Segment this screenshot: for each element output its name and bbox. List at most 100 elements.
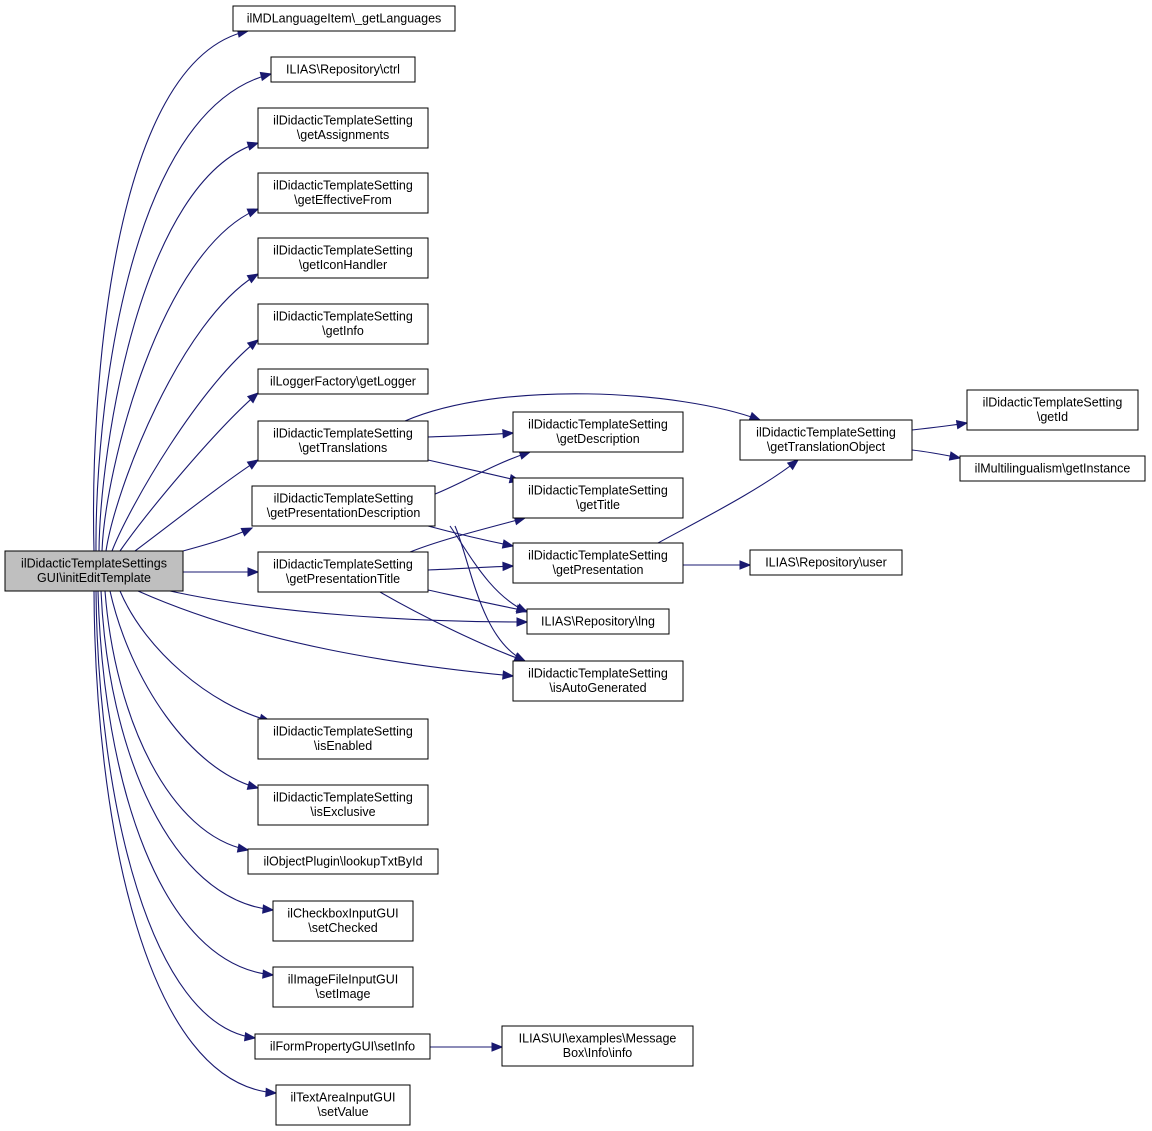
node-label-line: ilObjectPlugin\lookupTxtById: [263, 854, 422, 868]
edge-root-n14: [100, 590, 275, 914]
node-n13[interactable]: ilObjectPlugin\lookupTxtById: [247, 848, 439, 875]
edge-line: [454, 525, 526, 662]
node-box: [257, 368, 429, 395]
node-label-line: \getDescription: [556, 432, 639, 446]
edge-line: [95, 590, 256, 1039]
edge-line: [109, 590, 259, 789]
edge-arrowhead: [243, 1032, 257, 1042]
node-box: [739, 419, 913, 461]
node-label-line: ilDidacticTemplateSetting: [528, 667, 668, 681]
edge-line: [101, 208, 259, 552]
node-root[interactable]: ilDidacticTemplateSettingsGUI\initEditTe…: [4, 550, 184, 592]
node-label-line: \isAutoGenerated: [549, 681, 646, 695]
node-box: [512, 660, 684, 702]
edge-m3-t1: [657, 459, 800, 544]
node-n12[interactable]: ilDidacticTemplateSetting\isExclusive: [257, 784, 429, 826]
edge-root-m5: [137, 590, 515, 680]
edge-root-n6: [111, 339, 260, 552]
node-n3[interactable]: ilDidacticTemplateSetting\getAssignments: [257, 107, 429, 149]
node-n7[interactable]: ilLoggerFactory\getLogger: [257, 368, 429, 395]
node-n5[interactable]: ilDidacticTemplateSetting\getIconHandler: [257, 237, 429, 279]
node-m4[interactable]: ILIAS\Repository\lng: [526, 608, 670, 635]
edge-n8-m1: [427, 429, 515, 439]
node-box: [4, 550, 184, 592]
node-n6[interactable]: ilDidacticTemplateSetting\getInfo: [257, 303, 429, 345]
edge-arrowhead: [246, 392, 260, 404]
node-label-line: ilTextAreaInputGUI: [291, 1091, 396, 1105]
node-u2[interactable]: ilMultilingualism\getInstance: [959, 455, 1146, 482]
node-n2[interactable]: ILIAS\Repository\ctrl: [270, 56, 416, 83]
node-box: [275, 1084, 411, 1126]
node-label-line: \getInfo: [322, 324, 364, 338]
edge-root-n15: [97, 590, 275, 979]
node-n4[interactable]: ilDidacticTemplateSetting\getEffectiveFr…: [257, 172, 429, 214]
edge-n10-m3: [427, 561, 515, 572]
node-n10[interactable]: ilDidacticTemplateSetting\getPresentatio…: [257, 551, 429, 593]
edge-line: [427, 432, 514, 438]
edge-arrowhead: [739, 560, 752, 570]
node-t2[interactable]: ILIAS\Repository\user: [749, 549, 903, 576]
edges-layer: [92, 28, 969, 1098]
node-m5[interactable]: ilDidacticTemplateSetting\isAutoGenerate…: [512, 660, 684, 702]
node-n16[interactable]: ilFormPropertyGUI\setInfo: [254, 1033, 431, 1060]
edge-line: [105, 273, 259, 552]
node-m3[interactable]: ilDidacticTemplateSetting\getPresentatio…: [512, 542, 684, 584]
node-box: [257, 303, 429, 345]
node-label-line: ilDidacticTemplateSetting: [528, 549, 668, 563]
edge-arrowhead: [236, 843, 250, 853]
node-box: [232, 5, 456, 32]
node-m1[interactable]: ilDidacticTemplateSetting\getDescription: [512, 411, 684, 453]
edge-line: [429, 451, 531, 497]
node-n8[interactable]: ilDidacticTemplateSetting\getTranslation…: [257, 420, 429, 462]
node-n1[interactable]: ilMDLanguageItem\_getLanguages: [232, 5, 456, 32]
edge-arrowhead: [491, 1042, 504, 1052]
edge-arrowhead: [246, 141, 260, 151]
edge-line: [449, 525, 528, 613]
node-box: [512, 477, 684, 519]
edge-n10-m4: [427, 589, 529, 614]
edge-t1-u1: [911, 419, 969, 431]
node-box: [270, 56, 416, 83]
node-n11[interactable]: ilDidacticTemplateSetting\isEnabled: [257, 718, 429, 760]
edge-line: [111, 339, 259, 552]
edge-root-n8: [134, 459, 260, 552]
edge-root-n16: [95, 590, 257, 1042]
edge-root-n7: [119, 392, 260, 552]
node-label-line: ilImageFileInputGUI: [288, 973, 398, 987]
node-n14[interactable]: ilCheckboxInputGUI\setChecked: [272, 900, 414, 942]
node-n17[interactable]: ilTextAreaInputGUI\setValue: [275, 1084, 411, 1126]
node-label-line: \getPresentationTitle: [286, 572, 400, 586]
node-label-line: \setValue: [317, 1105, 368, 1119]
node-box: [959, 455, 1146, 482]
edge-arrowhead: [240, 527, 254, 537]
edge-arrowhead: [262, 904, 275, 914]
edge-root-n3: [98, 141, 260, 552]
node-box: [257, 237, 429, 279]
node-label-line: ilDidacticTemplateSetting: [273, 427, 413, 441]
node-label-line: ilDidacticTemplateSetting: [756, 426, 896, 440]
node-label-line: ilDidacticTemplateSetting: [273, 791, 413, 805]
node-u1[interactable]: ilDidacticTemplateSetting\getId: [966, 389, 1139, 431]
node-n15[interactable]: ilImageFileInputGUI\setImage: [272, 966, 414, 1008]
node-label-line: \getIconHandler: [299, 258, 387, 272]
edge-root-n12: [109, 590, 260, 790]
node-label-line: GUI\initEditTemplate: [37, 571, 151, 585]
node-m2[interactable]: ilDidacticTemplateSetting\getTitle: [512, 477, 684, 519]
node-label-line: \getTranslations: [299, 441, 387, 455]
edge-m3-t2: [682, 560, 752, 570]
node-n9[interactable]: ilDidacticTemplateSetting\getPresentatio…: [251, 485, 436, 527]
node-label-line: ilMultilingualism\getInstance: [975, 461, 1131, 475]
edge-n10-m2: [409, 516, 527, 553]
edge-n16-m6: [430, 1042, 504, 1052]
edge-line: [657, 459, 799, 544]
node-t1[interactable]: ilDidacticTemplateSetting\getTranslation…: [739, 419, 913, 461]
edge-line: [93, 590, 277, 1094]
node-label-line: ilDidacticTemplateSetting: [528, 418, 668, 432]
node-label-line: ilDidacticTemplateSettings: [21, 557, 167, 571]
node-label-line: ilDidacticTemplateSetting: [273, 114, 413, 128]
edge-arrowhead: [259, 71, 273, 82]
edge-arrowhead: [515, 604, 529, 614]
node-box: [501, 1025, 694, 1067]
node-label-line: \isExclusive: [310, 805, 375, 819]
